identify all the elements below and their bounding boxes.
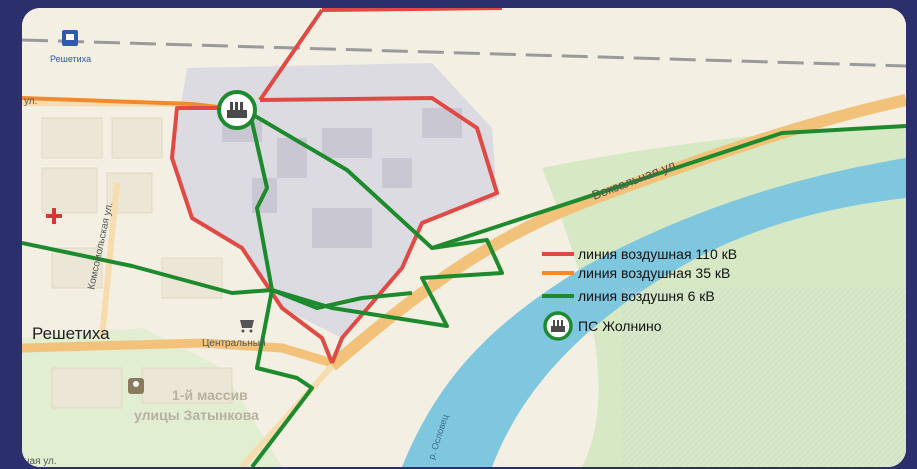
road-vokzalnaya xyxy=(328,94,906,371)
legend: линия воздушная 110 кВ линия воздушная 3… xyxy=(542,246,737,341)
center-label: Центральный xyxy=(202,338,266,349)
line-110kv[interactable] xyxy=(170,8,503,364)
block-label-line2: улицы Затынкова xyxy=(134,407,259,423)
legend-label-110kv: линия воздушная 110 кВ xyxy=(578,246,737,262)
road-south xyxy=(239,364,335,467)
legend-label-substation: ПС Жолнино xyxy=(578,318,662,334)
shop-icon[interactable] xyxy=(240,320,254,333)
wetland-hatch xyxy=(622,288,906,467)
map-frame: Решетиха Решетиха Центральный 1-й массив… xyxy=(22,8,906,467)
monument-icon[interactable] xyxy=(128,378,144,394)
substation-icon xyxy=(227,102,247,118)
block-label-line1: 1-й массив xyxy=(172,387,248,403)
river xyxy=(402,158,906,467)
legend-label-35kv: линия воздушная 35 кВ xyxy=(578,265,730,281)
street-label-bottom-left: ная ул. xyxy=(24,456,57,467)
street-label-top-left: ул. xyxy=(24,96,37,107)
substation-icon xyxy=(551,320,565,332)
legend-item-35kv: линия воздушная 35 кВ xyxy=(542,265,730,281)
railway-station-icon[interactable] xyxy=(62,30,78,46)
legend-item-110kv: линия воздушная 110 кВ xyxy=(542,246,737,262)
substation-marker[interactable] xyxy=(217,90,257,130)
residential-blocks xyxy=(41,117,233,409)
map-canvas[interactable]: Решетиха Решетиха Центральный 1-й массив… xyxy=(22,8,906,467)
road-central xyxy=(22,338,334,368)
hospital-icon[interactable] xyxy=(46,208,62,224)
legend-label-6kv: линия воздушня 6 кВ xyxy=(578,288,715,304)
legend-item-6kv: линия воздушня 6 кВ xyxy=(542,288,715,304)
railway xyxy=(22,38,906,68)
station-label: Решетиха xyxy=(50,54,91,64)
town-label: Решетиха xyxy=(32,324,110,343)
legend-item-substation: ПС Жолнино xyxy=(543,311,662,341)
line-6kv[interactable] xyxy=(22,111,906,467)
